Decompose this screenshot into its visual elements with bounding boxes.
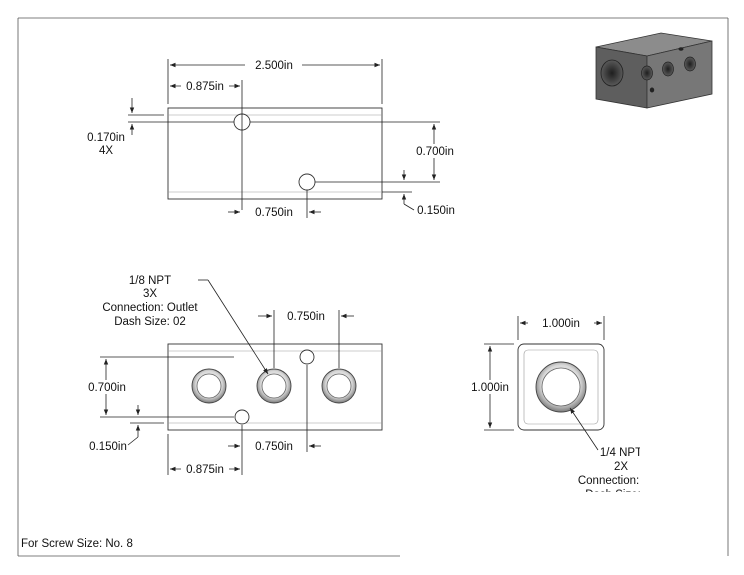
dim-side-width: 1.000in (542, 318, 580, 330)
dim-edge-top: 0.170in (87, 132, 125, 144)
top-view-outline (167, 107, 383, 200)
dim-front-edge-bottom: 0.150in (89, 441, 127, 453)
inlet-note-line-4: Dash Size: 04 (585, 489, 657, 501)
dim-length: 2.500in (255, 60, 293, 72)
front-view: 1/8 NPT 3X Connection: Outlet Dash Size:… (84, 275, 383, 476)
dim-offset-left: 0.875in (186, 81, 224, 93)
inlet-note-line-2: 2X (614, 461, 628, 473)
dim-mount-spacing: 0.750in (255, 441, 293, 453)
dim-side-height: 1.000in (471, 382, 509, 394)
outlet-port-2 (256, 368, 292, 404)
top-view: 2.500in 0.875in 0.750in 0.700in 0.170in … (87, 59, 458, 219)
screw-size-note: For Screw Size: No. 8 (21, 538, 133, 550)
dim-edge-bottom: 0.150in (417, 205, 455, 217)
dim-hole-spacing: 0.750in (255, 207, 293, 219)
front-hole-top (299, 349, 315, 365)
side-view: 1.000in 1.000in 1/4 NPT 2X Connection: I… (467, 316, 665, 501)
outlet-note-line-3: Connection: Outlet (102, 302, 198, 314)
inlet-note-line-3: Connection: Inlet (578, 475, 665, 487)
dim-height-between: 0.700in (416, 146, 454, 158)
top-hole-2 (298, 173, 316, 191)
isometric-view (595, 32, 713, 109)
inlet-port (535, 361, 587, 413)
dim-outlet-spacing: 0.750in (287, 311, 325, 323)
dim-front-height: 0.700in (88, 382, 126, 394)
outlet-note-line-1: 1/8 NPT (129, 275, 171, 287)
outlet-port-3 (321, 368, 357, 404)
outlet-port-1 (191, 368, 227, 404)
dim-edge-top-count: 4X (99, 145, 113, 157)
outlet-note-line-4: Dash Size: 02 (114, 316, 186, 328)
dim-front-offset-left: 0.875in (186, 464, 224, 476)
drawing-border (17, 17, 729, 557)
front-hole-bottom (234, 409, 250, 425)
outlet-note-line-2: 3X (143, 288, 157, 300)
inlet-note-line-1: 1/4 NPT (600, 447, 642, 459)
